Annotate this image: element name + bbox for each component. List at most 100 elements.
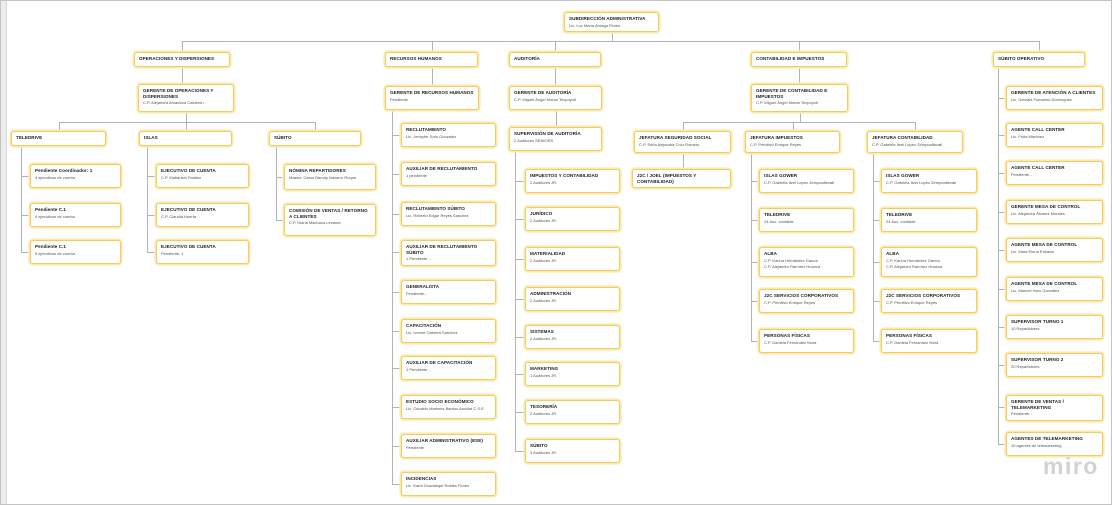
- node-title: GENERALISTA: [406, 284, 440, 289]
- connector-stub: [515, 299, 525, 300]
- org-node-subop-header[interactable]: SÚBITO OPERATIVO: [993, 52, 1085, 67]
- node-subtitle: 2 Auditores JR.: [530, 257, 558, 263]
- node-title: TELEDRIVE: [16, 135, 43, 140]
- org-node-j2c-joel[interactable]: J2C / JOEL (IMPUESTOS Y CONTABILIDAD): [632, 169, 731, 189]
- connector-stub: [21, 252, 30, 253]
- node-title: SUPERVISOR TURNO 1: [1011, 319, 1064, 324]
- org-node-teledrive-header[interactable]: TELEDRIVE: [11, 131, 106, 146]
- node-subtitle: Lic. Mara Elena Estrada: [1011, 248, 1054, 254]
- connector-rail: [182, 41, 1039, 42]
- node-title: CAPACITACIÓN: [406, 323, 442, 328]
- node-subtitle: C.P. Daniela Fernandez Mora: [886, 339, 939, 345]
- connector-drop: [58, 122, 60, 131]
- org-node-subito-header[interactable]: SÚBITO: [269, 131, 361, 146]
- node-title: ISLAS GOWER: [764, 173, 798, 178]
- connector-stub: [998, 98, 1006, 99]
- connector-drop: [682, 122, 684, 131]
- org-node-islas-header[interactable]: ISLAS: [139, 131, 232, 146]
- node-subtitle: 4 Auditores JR.: [530, 449, 558, 455]
- node-subtitle: Lic. Manuel Haro González: [1011, 287, 1060, 293]
- connector-stub: [998, 135, 1006, 136]
- connector-rail: [682, 122, 915, 123]
- node-title: JEFATURA IMPUESTOS: [750, 135, 803, 140]
- node-title: COMISIÓN DE VENTAS / RETORNO A CLIENTES: [289, 208, 368, 219]
- node-title: EJECUTIVO DE CUENTA: [161, 207, 216, 212]
- node-subtitle: C.P. Sofía Alejandra Cruz Romero: [639, 141, 700, 147]
- node-subtitle: C.P. Miguel Ángel Moran Tecpoyotl: [514, 96, 576, 102]
- node-title: J2C / JOEL (IMPUESTOS Y CONTABILIDAD): [637, 173, 697, 184]
- node-subtitle: 1 Pendiente...: [406, 366, 431, 372]
- org-node-ops-header[interactable]: OPERACIONES Y DISPERSIONES: [134, 52, 230, 67]
- connector-stub: [998, 365, 1006, 366]
- org-node-rh-9[interactable]: AUXILIAR ADMINISTRATIVO (ESE)Pendiente: [401, 434, 496, 458]
- connector-stub: [392, 292, 401, 293]
- node-title: CONTABILIDAD E IMPUESTOS: [756, 56, 825, 61]
- node-title: GERENTE DE RECURSOS HUMANOS: [390, 90, 474, 95]
- connector-stub: [998, 327, 1006, 328]
- node-title: GERENTE DE CONTABILIDAD E IMPUESTOS: [756, 88, 828, 99]
- org-node-aud-header[interactable]: AUDITORÍA: [509, 52, 601, 67]
- connector-vertical: [182, 67, 183, 84]
- org-node-cont-header[interactable]: CONTABILIDAD E IMPUESTOS: [751, 52, 847, 67]
- node-subtitle: 2 Auditores JR.: [530, 297, 558, 303]
- connector-stub: [873, 181, 881, 182]
- org-node-rh-header[interactable]: RECURSOS HUMANOS: [385, 52, 478, 67]
- connector-vertical: [186, 112, 187, 122]
- connector-drop: [315, 122, 316, 131]
